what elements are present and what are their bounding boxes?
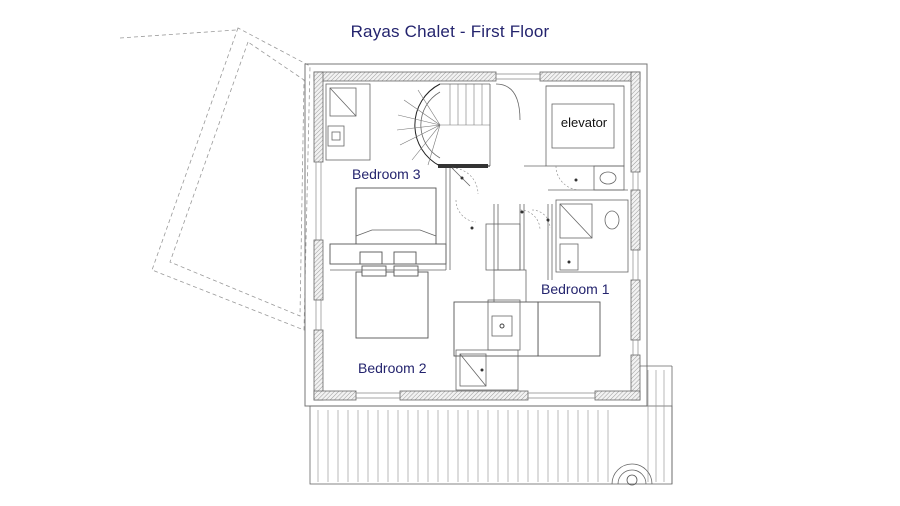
room-label-bedroom-1: Bedroom 1 (541, 281, 610, 297)
elevator-shaft (545, 85, 625, 167)
bed-bedroom-3 (329, 187, 447, 265)
bathroom-bottom (455, 315, 519, 391)
windows (315, 73, 639, 399)
room-label-bedroom-2: Bedroom 2 (358, 360, 427, 376)
bed-bedroom-1 (453, 301, 601, 357)
bed-bedroom-2 (330, 263, 446, 339)
bathroom-right (555, 199, 629, 273)
bathroom-top-left (325, 83, 371, 161)
elevator-label: elevator (561, 115, 608, 130)
plan-title: Rayas Chalet - First Floor (350, 22, 550, 41)
terrace-outline (119, 27, 311, 331)
room-label-bedroom-3: Bedroom 3 (352, 166, 421, 182)
corridor-walls (330, 165, 628, 351)
exterior-walls (313, 71, 641, 401)
spiral-staircase (396, 83, 521, 168)
door-swings (451, 165, 581, 231)
balcony-deck (309, 365, 673, 486)
wc-top-right (593, 165, 625, 191)
